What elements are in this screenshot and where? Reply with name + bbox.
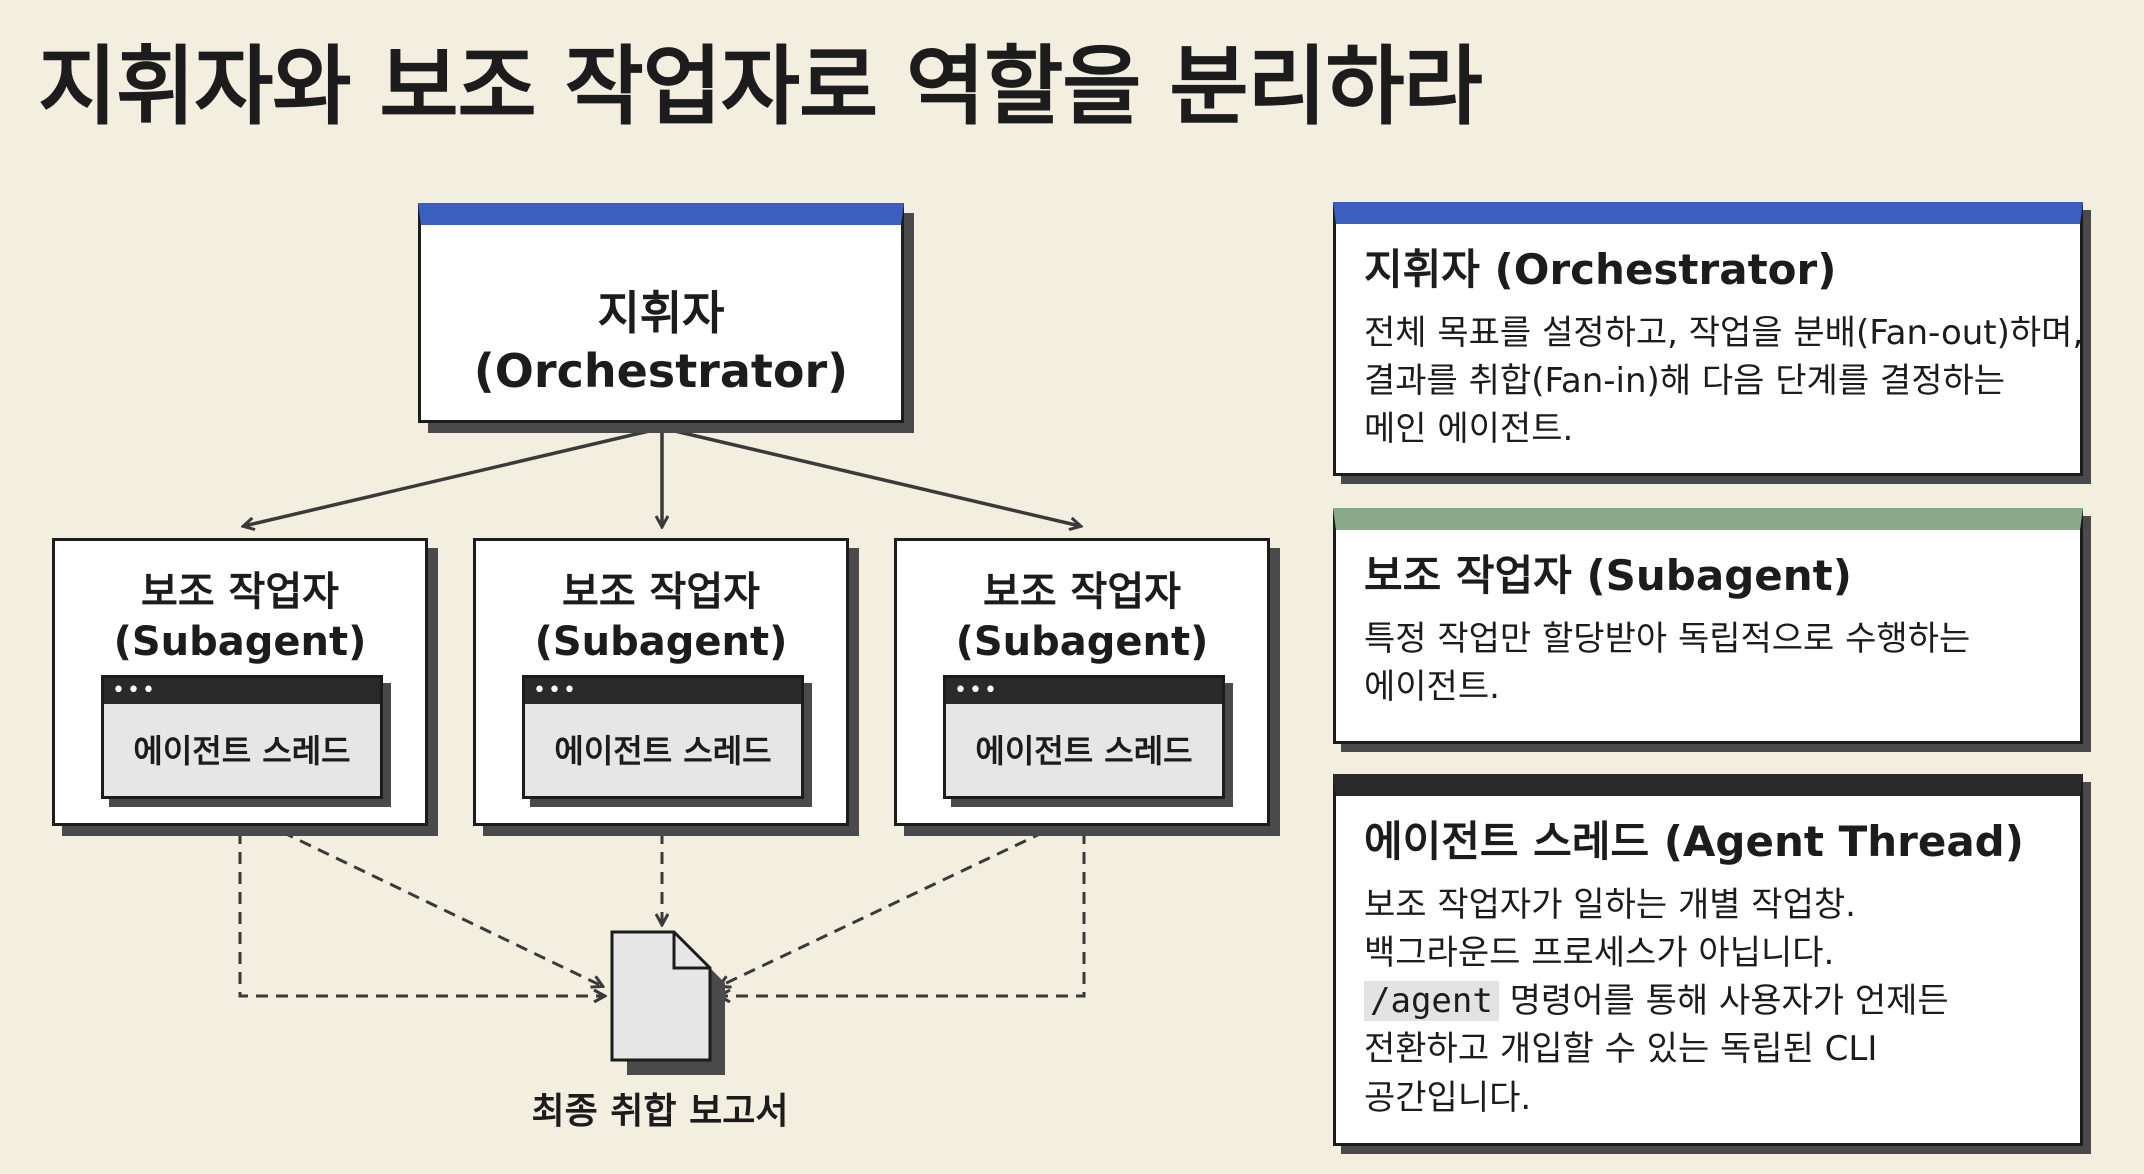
- subagent-name: 보조 작업자: [141, 569, 339, 615]
- subagent-english: (Subagent): [534, 619, 788, 665]
- orchestrator-definition-card: 지휘자 (Orchestrator) 전체 목표를 설정하고, 작업을 분배(F…: [1333, 202, 2083, 476]
- agent-thread-window: ••• 에이전트 스레드: [943, 675, 1225, 799]
- fan-out-arrow-left: [244, 426, 663, 526]
- agent-thread-label: 에이전트 스레드: [554, 732, 772, 770]
- subagent-name: 보조 작업자: [562, 569, 760, 615]
- fan-in-arrow-right-elbow: [720, 832, 1086, 996]
- agent-thread-label: 에이전트 스레드: [975, 732, 1193, 770]
- subagent-box: 보조 작업자 (Subagent) ••• 에이전트 스레드: [473, 538, 849, 826]
- window-title-bar: •••: [525, 678, 801, 704]
- orchestrator-english: (Orchestrator): [473, 343, 849, 398]
- window-title-bar: •••: [946, 678, 1222, 704]
- definition-line: 보조 작업자가 일하는 개별 작업창.: [1364, 884, 1856, 925]
- definition-line: 백그라운드 프로세스가 아닙니다.: [1364, 932, 1835, 973]
- definition-title: 에이전트 스레드 (Agent Thread): [1364, 817, 2024, 866]
- subagent-name: 보조 작업자: [983, 569, 1181, 615]
- document-icon: [610, 930, 725, 1075]
- definition-line: 공간입니다.: [1364, 1077, 1532, 1118]
- definition-description: 보조 작업자가 일하는 개별 작업창. 백그라운드 프로세스가 아닙니다. /a…: [1364, 881, 2052, 1122]
- definition-line: /agent 명령어를 통해 사용자가 언제든: [1364, 977, 2052, 1025]
- definition-title: 보조 작업자 (Subagent): [1364, 551, 1852, 600]
- definition-description: 특정 작업만 할당받아 독립적으로 수행하는 에이전트.: [1364, 615, 2052, 712]
- subagent-definition-card: 보조 작업자 (Subagent) 특정 작업만 할당받아 독립적으로 수행하는…: [1333, 508, 2083, 744]
- final-report-label: 최종 취합 보고서: [531, 1091, 789, 1132]
- definition-description: 전체 목표를 설정하고, 작업을 분배(Fan-out)하며, 결과를 취합(F…: [1364, 309, 2084, 454]
- definition-line: 메인 에이전트.: [1364, 409, 1574, 450]
- fan-out-arrow-right: [661, 426, 1080, 526]
- definition-line: 에이전트.: [1364, 666, 1500, 707]
- fan-in-arrow-right-diagonal: [720, 830, 1045, 986]
- agent-thread-window: ••• 에이전트 스레드: [101, 675, 383, 799]
- fan-in-arrow-left-diagonal: [281, 830, 602, 986]
- subagent-box: 보조 작업자 (Subagent) ••• 에이전트 스레드: [894, 538, 1270, 826]
- agent-thread-definition-card: 에이전트 스레드 (Agent Thread) 보조 작업자가 일하는 개별 작…: [1333, 774, 2083, 1146]
- subagent-english: (Subagent): [955, 619, 1209, 665]
- subagent-box: 보조 작업자 (Subagent) ••• 에이전트 스레드: [52, 538, 428, 826]
- window-dots-icon: •••: [112, 678, 157, 703]
- definition-line: 전환하고 개입할 수 있는 독립된 CLI: [1364, 1029, 1878, 1070]
- orchestrator-name: 지휘자: [597, 286, 725, 340]
- window-dots-icon: •••: [533, 678, 578, 703]
- definition-line-rest: 명령어를 통해 사용자가 언제든: [1498, 981, 1949, 1022]
- agent-command-code: /agent: [1364, 981, 1499, 1022]
- page-title: 지휘자와 보조 작업자로 역할을 분리하라: [38, 37, 1483, 137]
- definition-line: 특정 작업만 할당받아 독립적으로 수행하는: [1364, 618, 1971, 659]
- agent-thread-label: 에이전트 스레드: [133, 732, 351, 770]
- fan-in-arrow-left-elbow: [238, 832, 604, 996]
- window-dots-icon: •••: [954, 678, 999, 703]
- window-title-bar: •••: [104, 678, 380, 704]
- definition-line: 전체 목표를 설정하고, 작업을 분배(Fan-out)하며,: [1364, 312, 2084, 353]
- orchestrator-box: 지휘자 (Orchestrator): [418, 203, 904, 423]
- definition-line: 결과를 취합(Fan-in)해 다음 단계를 결정하는: [1364, 360, 2006, 401]
- definition-title: 지휘자 (Orchestrator): [1364, 245, 1837, 294]
- agent-thread-window: ••• 에이전트 스레드: [522, 675, 804, 799]
- subagent-english: (Subagent): [113, 619, 367, 665]
